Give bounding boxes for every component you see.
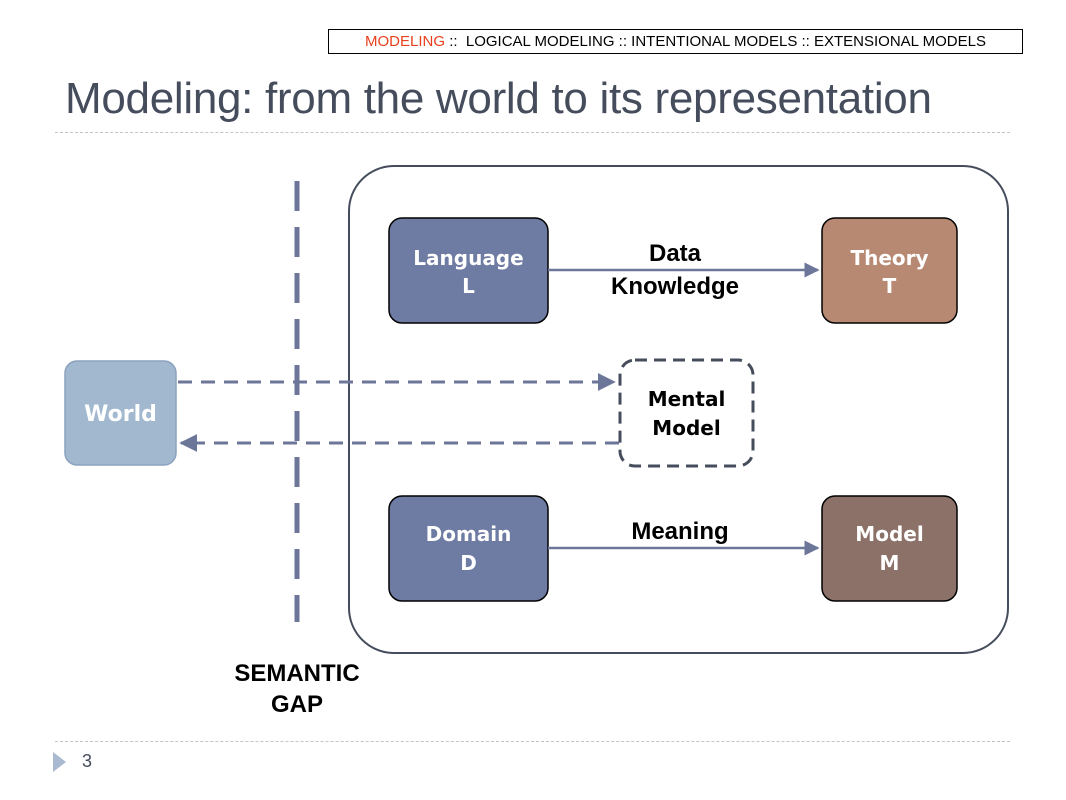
mental-model-node[interactable] <box>618 358 755 468</box>
representation-container <box>348 165 1009 654</box>
breadcrumb: MODELING :: LOGICAL MODELING :: INTENTIO… <box>328 29 1023 54</box>
theory-label-line2: T <box>883 274 897 298</box>
world-label: World <box>84 402 157 427</box>
domain-label-line1: Domain <box>426 522 512 546</box>
slide-title: Modeling: from the world to its represen… <box>65 74 932 123</box>
edge-label-data: Data <box>649 240 702 267</box>
domain-node[interactable] <box>388 495 549 602</box>
page-marker-icon <box>53 752 66 772</box>
language-label-line1: Language <box>413 246 523 270</box>
model-label-line2: M <box>880 551 900 575</box>
breadcrumb-active[interactable]: MODELING <box>365 33 446 50</box>
semantic-gap-label-line2: GAP <box>271 691 323 718</box>
title-divider <box>55 132 1010 133</box>
semantic-gap-label-line1: SEMANTIC <box>234 660 359 687</box>
footer-divider <box>55 741 1010 742</box>
breadcrumb-rest[interactable]: :: LOGICAL MODELING :: INTENTIONAL MODEL… <box>445 33 986 50</box>
page-number: 3 <box>82 751 93 771</box>
theory-label-line1: Theory <box>850 246 928 270</box>
language-node[interactable] <box>388 217 549 324</box>
theory-node[interactable] <box>821 217 958 324</box>
model-label-line1: Model <box>855 522 923 546</box>
edge-label-knowledge: Knowledge <box>611 273 739 300</box>
mental-model-label-line2: Model <box>652 416 720 440</box>
world-node[interactable] <box>64 360 177 466</box>
mental-model-label-line1: Mental <box>648 387 726 411</box>
language-label-line2: L <box>462 274 475 298</box>
domain-label-line2: D <box>460 551 477 575</box>
edge-label-meaning: Meaning <box>631 518 728 545</box>
model-node[interactable] <box>821 495 958 602</box>
